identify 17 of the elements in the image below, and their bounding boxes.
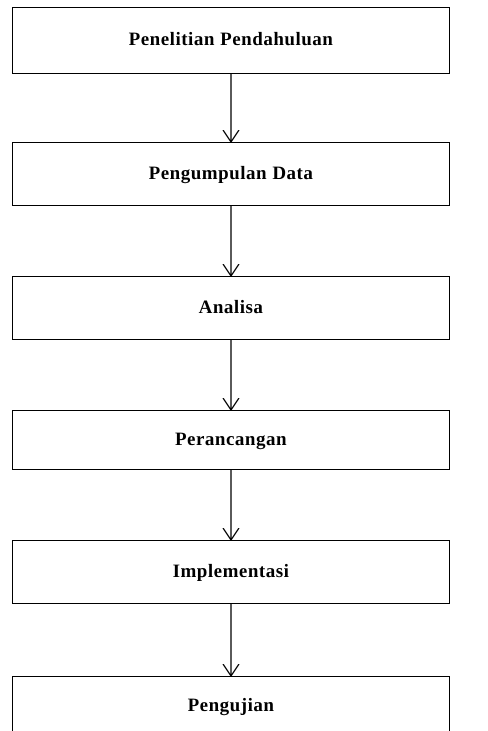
- arrow: [222, 206, 240, 277]
- process-box: [12, 142, 450, 206]
- process-box: [12, 276, 450, 340]
- box-label: Pengujian: [188, 694, 274, 718]
- process-box: [12, 676, 450, 731]
- arrow: [222, 74, 240, 143]
- process-box: [12, 7, 450, 74]
- box-label: Penelitian Pendahuluan: [128, 28, 334, 52]
- arrow: [222, 340, 240, 411]
- box-label: Implementasi: [172, 560, 290, 584]
- arrow: [222, 604, 240, 677]
- process-box: [12, 410, 450, 470]
- box-label: Analisa: [198, 296, 264, 320]
- arrow: [222, 470, 240, 541]
- box-label: Perancangan: [174, 428, 288, 452]
- process-box: [12, 540, 450, 604]
- box-label: Pengumpulan Data: [148, 162, 314, 186]
